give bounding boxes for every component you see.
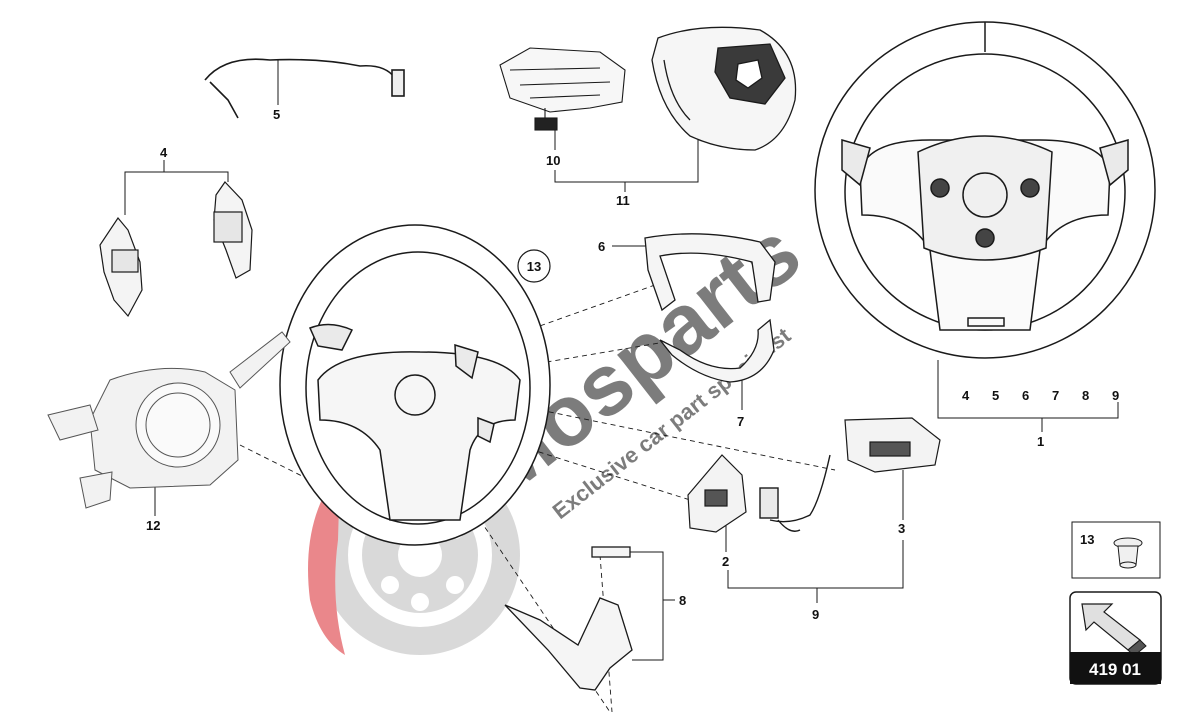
group-1-item: 8 [1082, 388, 1089, 403]
direction-arrow-icon [1081, 603, 1147, 657]
callout-8: 8 [679, 593, 686, 608]
callout-1: 1 [1037, 434, 1044, 449]
callout-10: 10 [546, 153, 560, 168]
callout-2: 2 [722, 554, 729, 569]
legend-box-13-label: 13 [1080, 532, 1094, 547]
part-3-right-switch-unit [844, 417, 941, 473]
part-4-paddle-shifters [99, 181, 253, 318]
callout-labels: 4 5 10 11 6 7 8 2 3 9 12 1 13 4 5 6 7 8 … [146, 107, 1119, 622]
part-2-left-switch-unit [687, 454, 747, 533]
clip-fastener-icon [1113, 537, 1143, 569]
callout-9: 9 [812, 607, 819, 622]
diagram-number-badge: 419 01 [1069, 591, 1162, 685]
callout-5: 5 [273, 107, 280, 122]
callout-3: 3 [898, 521, 905, 536]
callout-4: 4 [160, 145, 168, 160]
callout-11: 11 [616, 193, 630, 208]
part-7-lower-trim-ring [659, 318, 775, 383]
part-13-exploded-steering-wheel [279, 224, 551, 546]
callout-6: 6 [598, 239, 605, 254]
diagram-number: 419 01 [1089, 660, 1141, 679]
legend-box-13: 13 [1071, 521, 1161, 579]
group-1-item: 7 [1052, 388, 1059, 403]
part-9-switch-harness [759, 454, 831, 532]
callout-13-circle: 13 [517, 249, 551, 283]
part-12-steering-column-switch [47, 331, 291, 509]
part-5-wiring-harness [204, 58, 405, 119]
part-11-airbag-module [651, 26, 797, 151]
leader-lines [124, 60, 1119, 661]
group-1-item: 9 [1112, 388, 1119, 403]
group-1-item: 6 [1022, 388, 1029, 403]
group-1-item: 4 [962, 388, 970, 403]
callout-12: 12 [146, 518, 160, 533]
part-8-lower-spoke-cover [504, 546, 633, 691]
part-10-clockspring-module [499, 47, 626, 131]
group-1-item-list: 4 5 6 7 8 9 [962, 388, 1119, 403]
part-1-steering-wheel-assembly [814, 21, 1156, 359]
part-6-upper-trim-cover [644, 233, 776, 312]
callout-7: 7 [737, 414, 744, 429]
svg-text:13: 13 [527, 259, 541, 274]
group-1-item: 5 [992, 388, 999, 403]
